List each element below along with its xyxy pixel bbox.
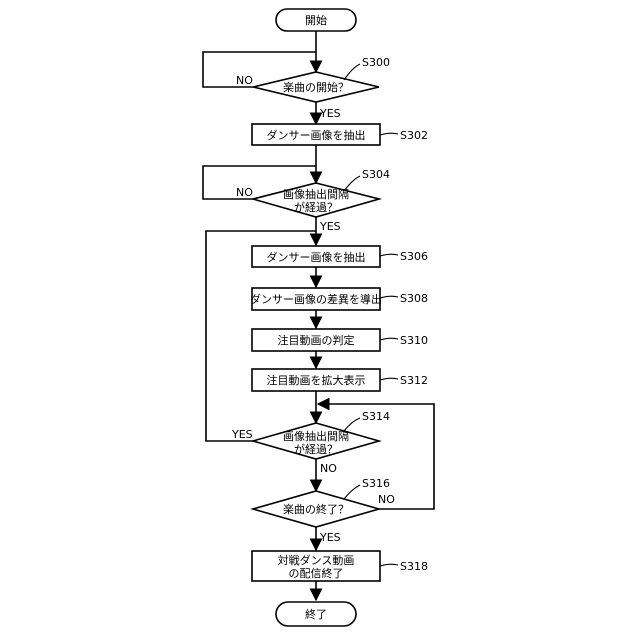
node-s300-text: 楽曲の開始？ [283,80,349,94]
leader-s302 [380,133,398,135]
node-s310: 注目動画の判定 [252,329,380,351]
node-s304: 画像抽出間隔 が経過？ [253,183,379,217]
leader-s308 [380,296,398,298]
node-end-text: 終了 [305,607,327,621]
leader-s316 [344,485,360,499]
branch-label-s304-no: NO [236,186,253,199]
step-label-s316: S316 [362,477,390,490]
step-label-s318: S318 [400,560,428,573]
step-label-s300: S300 [362,56,390,69]
node-end: 終了 [276,602,356,626]
node-s318-text-line1: 対戦ダンス動画 [278,553,355,567]
branch-label-s314-no: NO [320,462,337,475]
node-s304-text-line2: が経過？ [294,200,338,214]
leader-s306 [380,254,398,256]
node-s314-text-line1: 画像抽出間隔 [283,429,349,443]
leader-s300 [344,64,360,80]
step-label-s302: S302 [400,129,428,142]
node-s318: 対戦ダンス動画 の配信終了 [252,551,380,581]
branch-label-s300-no: NO [236,74,253,87]
node-s304-text-line1: 画像抽出間隔 [283,187,349,201]
node-s306: ダンサー画像を抽出 [252,246,380,267]
branch-label-s300-yes: YES [319,107,341,120]
node-s318-text-line2: の配信終了 [289,566,344,580]
node-s312: 注目動画を拡大表示 [252,369,380,391]
node-s310-text: 注目動画の判定 [278,333,355,347]
node-s308-text: ダンサー画像の差異を導出 [250,292,382,306]
branch-label-s314-yes: YES [231,428,253,441]
branch-label-s316-no: NO [378,493,395,506]
node-start-text: 開始 [305,13,327,27]
node-s316-text: 楽曲の終了？ [283,502,349,516]
step-label-s310: S310 [400,334,428,347]
branch-label-s316-yes: YES [319,531,341,544]
step-label-s314: S314 [362,410,390,423]
step-label-s308: S308 [400,292,428,305]
step-label-s304: S304 [362,168,390,181]
step-label-s306: S306 [400,250,428,263]
node-s300: 楽曲の開始？ [253,72,379,102]
node-s308: ダンサー画像の差異を導出 [250,288,382,310]
branch-label-s304-yes: YES [319,220,341,233]
node-s306-text: ダンサー画像を抽出 [267,250,366,264]
leader-s310 [380,338,398,340]
leader-s318 [380,564,398,566]
node-start: 開始 [276,9,356,31]
node-s316: 楽曲の終了？ [253,491,379,527]
node-s312-text: 注目動画を拡大表示 [267,373,366,387]
node-s302-text: ダンサー画像を抽出 [267,128,366,142]
step-label-s312: S312 [400,374,428,387]
leader-s312 [380,378,398,380]
node-s314-text-line2: が経過？ [294,442,338,456]
node-s314: 画像抽出間隔 が経過？ [253,423,379,459]
node-s302: ダンサー画像を抽出 [252,124,380,145]
